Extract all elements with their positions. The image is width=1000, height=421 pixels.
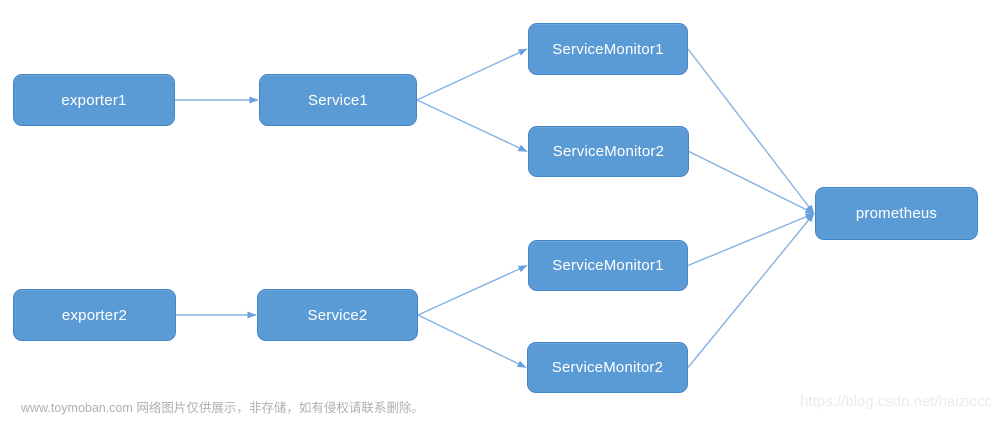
edge-sm2a-prometheus — [688, 150, 815, 215]
node-label: ServiceMonitor1 — [552, 40, 664, 58]
watermark-left: www.toymoban.com 网络图片仅供展示，非存储，如有侵权请联系删除。 — [21, 401, 424, 415]
node-service1: Service1 — [259, 74, 417, 126]
node-label: exporter2 — [61, 306, 128, 324]
watermark-right: https://blog.csdn.net/haiziccc — [800, 393, 992, 410]
node-service2: Service2 — [257, 289, 418, 341]
edge-sm1a-prometheus — [687, 48, 815, 214]
node-sm2a: ServiceMonitor2 — [528, 126, 689, 177]
node-prometheus: prometheus — [815, 187, 978, 240]
edge-service2-sm2b — [417, 314, 527, 369]
node-label: Service2 — [307, 306, 368, 324]
node-label: ServiceMonitor2 — [552, 143, 665, 160]
node-label: exporter1 — [61, 91, 127, 109]
node-sm1a: ServiceMonitor1 — [528, 23, 688, 75]
edge-sm1b-prometheus — [687, 212, 815, 267]
edge-service1-sm2a — [416, 99, 528, 153]
node-sm2b: ServiceMonitor2 — [527, 342, 688, 393]
node-exporter2: exporter2 — [13, 289, 176, 341]
node-exporter1: exporter1 — [13, 74, 175, 126]
node-label: ServiceMonitor1 — [552, 257, 664, 274]
node-sm1b: ServiceMonitor1 — [528, 240, 688, 291]
node-label: prometheus — [855, 205, 938, 222]
node-label: ServiceMonitor2 — [551, 359, 664, 376]
edge-service2-sm1b — [417, 264, 528, 316]
node-label: Service1 — [308, 91, 368, 109]
edge-sm2b-prometheus — [687, 213, 815, 368]
edge-service1-sm1a — [416, 48, 528, 101]
